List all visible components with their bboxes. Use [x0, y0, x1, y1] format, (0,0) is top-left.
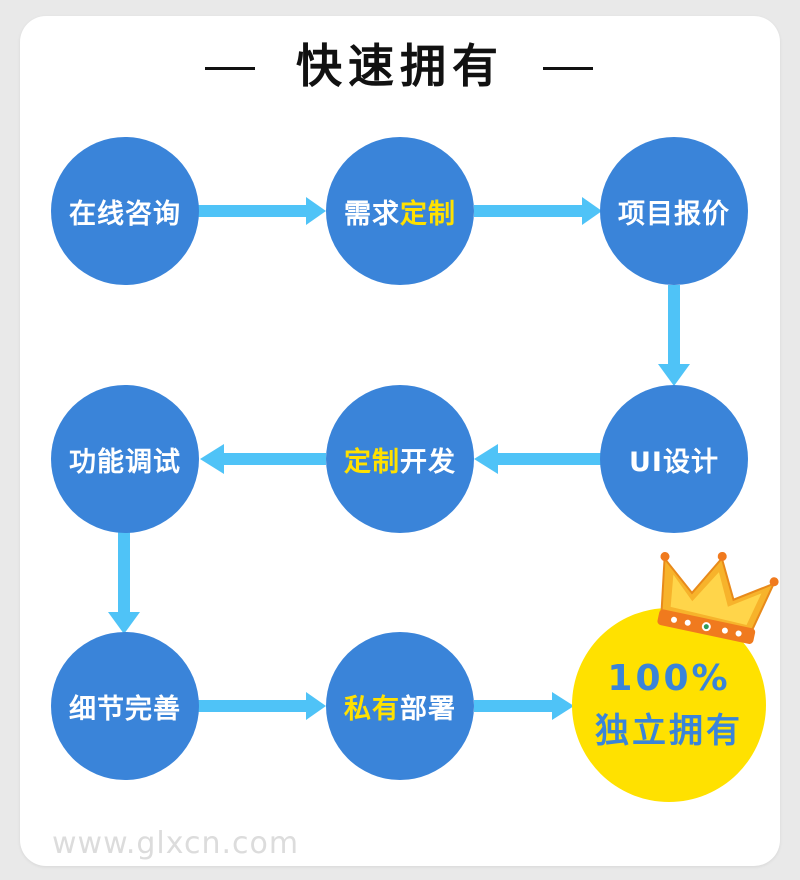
step-label-highlight: 定制: [400, 198, 456, 230]
watermark: www.glxcn.com: [52, 826, 300, 861]
arrow-7-8: [198, 700, 310, 712]
title-right-line: [543, 67, 593, 70]
step-online-consult: 在线咨询: [51, 137, 199, 285]
step-private-deploy: 私有部署: [326, 632, 474, 780]
step-label: 功能调试: [69, 446, 181, 478]
arrow-7-8-head: [306, 692, 326, 720]
arrow-4-5: [494, 453, 602, 465]
arrow-3-4: [668, 285, 680, 368]
arrow-8-final: [474, 700, 556, 712]
step-detail-refine: 细节完善: [51, 632, 199, 780]
step-label-highlight: 定制: [344, 446, 400, 478]
step-function-debug: 功能调试: [51, 385, 199, 533]
title-left-line: [205, 67, 255, 70]
step-label: 项目报价: [618, 198, 730, 230]
arrow-5-6: [220, 453, 326, 465]
crown-icon: [657, 551, 779, 644]
arrow-1-2-head: [306, 197, 326, 225]
final-percent: 100%: [607, 658, 731, 699]
arrow-6-7: [118, 532, 130, 616]
step-label: UI设计: [629, 446, 719, 478]
step-ui-design: UI设计: [600, 385, 748, 533]
step-project-quote: 项目报价: [600, 137, 748, 285]
arrow-3-4-head: [658, 364, 690, 386]
step-label: 在线咨询: [69, 198, 181, 230]
step-label: 需求: [344, 198, 400, 230]
arrow-2-3-head: [582, 197, 602, 225]
arrow-2-3: [474, 205, 586, 217]
step-label-suffix: 开发: [400, 446, 456, 478]
page-title: 快速拥有: [296, 39, 504, 93]
step-label-suffix: 部署: [400, 693, 456, 725]
arrow-1-2: [198, 205, 310, 217]
step-requirement-custom: 需求定制: [326, 137, 474, 285]
final-label: 独立拥有: [595, 711, 743, 751]
step-custom-development: 定制开发: [326, 385, 474, 533]
arrow-5-6-head: [200, 444, 224, 474]
arrow-6-7-head: [108, 612, 140, 634]
arrow-4-5-head: [474, 444, 498, 474]
arrow-8-final-head: [552, 692, 574, 720]
step-label: 细节完善: [69, 693, 181, 725]
step-label-highlight: 私有: [344, 693, 400, 725]
